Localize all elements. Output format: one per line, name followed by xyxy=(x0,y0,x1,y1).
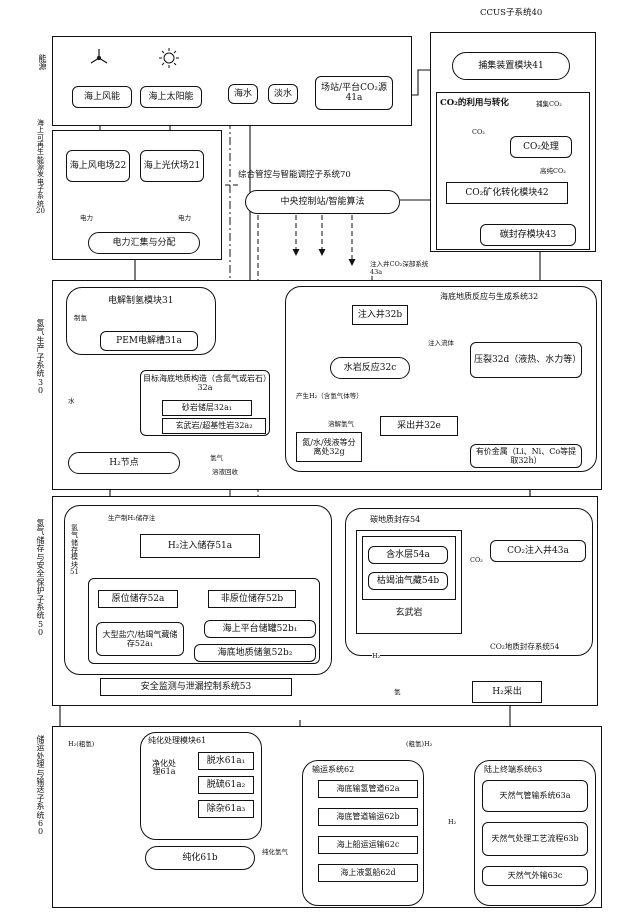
storage-side-label: 氢气储存与安全保护子系统50 xyxy=(36,520,45,637)
sandstone-box: 砂岩储层32a₁ xyxy=(162,400,252,416)
platform-tank-box: 海上平台储罐52b₁ xyxy=(204,620,316,638)
recycle-label: 溶液回收 xyxy=(212,466,238,476)
purification-side: 净化处理61a xyxy=(150,760,178,777)
desulfur-box: 脱硫61a₂ xyxy=(198,776,254,794)
water-label: 水 xyxy=(68,395,75,405)
seawater-box: 海水 xyxy=(228,84,258,104)
transport-side-label: 储运处理与输送子系统60 xyxy=(36,736,45,837)
storage-module-label: 氢气储存模块51 xyxy=(70,525,79,576)
pem-electrolyzer-box: PEM电解槽31a xyxy=(100,331,198,351)
gas-process-box: 天然气处理工艺流程63b xyxy=(482,822,588,856)
wind-turbine-icon xyxy=(88,47,110,69)
power-label-2: 电力 xyxy=(178,212,191,222)
rock-system-title: 海底地质反应与生成系统32 xyxy=(440,292,538,302)
gas-pipe-box: 天然气管输系统63a xyxy=(482,780,588,812)
hydrogen-arrow-label: H₂ xyxy=(448,818,456,826)
deimpurity-box: 除杂61a₃ xyxy=(198,800,254,818)
offshore-wind-box: 海上风能 xyxy=(72,86,132,108)
power-collect-box: 电力汇集与分配 xyxy=(88,232,200,254)
inject-fluid-label: 注入流体 xyxy=(428,337,454,347)
high-purity-label: 高纯CO₂ xyxy=(540,165,566,175)
offshore-solar-box: 海上太阳能 xyxy=(140,86,202,108)
pure-hydrogen-box: 纯化61b xyxy=(145,846,255,870)
solar-farm-box: 海上光伏场21 xyxy=(140,150,204,182)
power-side-label: 海上可再生能源发电子系统20 xyxy=(36,120,45,215)
transport-title: 输运系统62 xyxy=(312,765,354,775)
ex-situ-box: 非原位储存52b xyxy=(208,590,296,608)
h2-injection-storage-box: H₂注入储存51a xyxy=(140,534,260,558)
pipe-62b-box: 海底管道输运62b xyxy=(318,808,418,826)
offgas-box: 氮/水/残液等分离处32g xyxy=(296,432,362,462)
gas-62d-box: 海上液氢船62d xyxy=(318,864,418,882)
power-label-1: 电力 xyxy=(80,212,93,222)
seabed-pipe-box: 海底地质储氢52b₂ xyxy=(194,644,316,662)
carbon-module-box: 碳封存模块43 xyxy=(480,224,576,246)
hydrogen-in-label: 氢气 xyxy=(210,452,223,462)
co2-flow-label: CO₂ xyxy=(470,556,483,564)
control-title: 综合管控与智能调控子系统70 xyxy=(238,170,351,180)
fracture-box: 压裂32d（液热、水力等） xyxy=(470,342,582,378)
ship-62c-box: 海上船运运输62c xyxy=(318,836,418,854)
wind-farm-box: 海上风电场22 xyxy=(66,150,130,182)
co2-source-box: 场站/平台CO₂源41a xyxy=(315,76,393,110)
raw-flow-label: (粗氢)H₂ xyxy=(406,738,432,748)
sun-icon xyxy=(158,47,180,69)
h2-node: H₂节点 xyxy=(68,452,180,474)
exhaust-well-box: 采出井32e xyxy=(380,416,458,436)
pure-label: 纯化氢气 xyxy=(262,846,288,856)
electrolysis-module-label: 电解制氢模块31 xyxy=(108,296,173,307)
hydrogen-label: 制氢 xyxy=(74,312,87,322)
raw-h2-label: H₂(粗氢) xyxy=(68,738,94,748)
ccus-subsystem-label: CCUS子系统40 xyxy=(480,8,542,18)
central-control-box: 中央控制站/智能算法 xyxy=(245,190,400,214)
utilization-title: CO₂的利用与转化 xyxy=(440,98,509,108)
metals-box: 有价金属（Li、Ni、Co等提取32h） xyxy=(470,444,582,468)
basalt-storage-label: 玄武岩 xyxy=(362,608,456,618)
injection-well-box: 注入井32b xyxy=(352,305,408,325)
capture-co2-label: 捕集CO₂ xyxy=(536,98,562,108)
aquifer-box: 含水层54a xyxy=(368,546,448,564)
gas-other-box: 天然气外输63c xyxy=(482,866,588,886)
downstream-title: 陆上终端系统63 xyxy=(484,765,542,775)
in-situ-box: 原位储存52a xyxy=(98,590,178,608)
production-label: 生产制H₂储存注 xyxy=(108,512,155,522)
co2-label: CO₂ xyxy=(472,128,485,136)
depleted-gas-box: 枯竭油气藏54b xyxy=(368,572,448,590)
dewater-box: 脱水61a₁ xyxy=(198,752,254,770)
basalt-box: 玄武岩/超基性岩32a₂ xyxy=(162,418,266,434)
co2-process-box: CO₂处理 xyxy=(510,136,572,158)
energy-side-label: 能源 xyxy=(38,55,47,72)
mineral-conversion-box: CO₂矿化转化模块42 xyxy=(446,182,568,204)
hydrogen-flow-label: 产生H₂（含氢气体等） xyxy=(296,390,363,400)
h2-extract-box: H₂采出 xyxy=(472,681,542,703)
safety-monitor-box: 安全监测与泄漏控制系统53 xyxy=(100,678,292,696)
salt-cavern-box: 大型盐穴/枯竭气藏储存52a₁ xyxy=(96,622,184,656)
hydrogen-side-label: 氢气生产子系统30 xyxy=(36,320,45,396)
fresh-water-box: 淡水 xyxy=(268,84,298,104)
hydrogen-flow-small: 氢 xyxy=(394,686,401,696)
dissolved-label: 溶解氢气 xyxy=(328,418,354,428)
capture-module-box: 捕集装置模块41 xyxy=(452,52,570,80)
h2-label: H₂ xyxy=(372,652,380,660)
co2-injection-box: CO₂注入井43a xyxy=(490,540,586,562)
co2-subsystem-label: CO₂地质封存系统54 xyxy=(490,642,559,651)
reservoir-title: 目标海底地质构造（含氮气或岩石）32a xyxy=(142,374,268,392)
purification-title: 纯化处理模块61 xyxy=(148,736,206,746)
pipe-62a-box: 海底输氢管道62a xyxy=(318,780,418,798)
injection-label: 注入井CO₂深部系统43a xyxy=(370,258,430,276)
co2-storage-title: 碳地质封存54 xyxy=(370,515,420,525)
water-rock-reaction-box: 水岩反应32c xyxy=(330,357,410,379)
